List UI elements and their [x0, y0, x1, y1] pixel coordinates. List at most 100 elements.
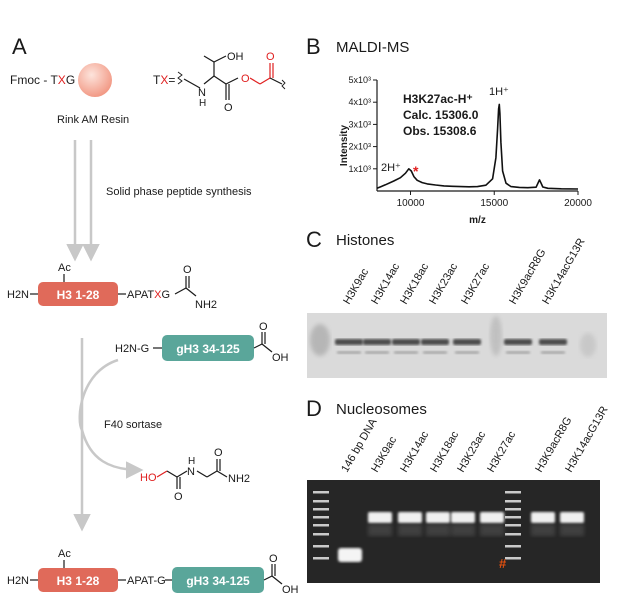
n-label: N	[198, 87, 206, 99]
histone-band	[504, 339, 532, 345]
apatg-label: APAT-G	[127, 575, 166, 587]
resin-label: Rink AM Resin	[57, 114, 129, 126]
nucleosome-band	[368, 512, 392, 523]
apatxg-label: APATXG	[127, 289, 170, 301]
lane-label: H3K14ac	[398, 429, 431, 475]
y-tick-label: 2x10³	[348, 142, 371, 152]
curved-out-arrow	[80, 429, 144, 479]
spps-label: Solid phase peptide synthesis	[106, 186, 252, 198]
annotation-species: H3K27ac-H⁺	[403, 92, 473, 106]
carboxyl-o-label: O	[259, 321, 268, 333]
histone-band-faint	[455, 351, 479, 354]
histone-gel	[307, 313, 607, 378]
ketone-o-label: O	[266, 51, 275, 63]
nucleosome-smear	[368, 524, 392, 536]
panel-a: A Fmoc - TXG Rink AM Resin TX= OH N H	[7, 34, 299, 596]
gh3-label-2: gH3 34-125	[186, 574, 250, 588]
panel-b-letter: B	[306, 34, 321, 59]
tx-structure	[177, 55, 286, 100]
annotation-obs: Obs. 15308.6	[403, 124, 477, 138]
lane-label: H3K14acG13R	[563, 404, 610, 474]
carboxyl-structure	[253, 332, 273, 353]
ladder-band	[505, 557, 521, 560]
ester-o-label: O	[241, 73, 250, 85]
peak-2h-label: 2H⁺	[381, 162, 401, 174]
histone-band	[392, 339, 420, 345]
nucleosome-smear	[480, 524, 504, 536]
ladder-band	[313, 557, 329, 560]
lane-label: H3K18ac	[398, 261, 431, 307]
y-tick-label: 4x10³	[348, 97, 371, 107]
hash-marker: #	[499, 556, 507, 571]
h2n-label-2: H2N	[7, 575, 29, 587]
panel-c-letter: C	[306, 227, 322, 252]
y-axis-label: Intensity	[339, 125, 350, 167]
histone-band-faint	[365, 351, 389, 354]
y-tick-label: 5x10³	[348, 75, 371, 85]
histone-band-faint	[337, 351, 361, 354]
ladder-band	[505, 491, 521, 494]
lane-label: H3K14acG13R	[540, 236, 587, 306]
lane-label: H3K14ac	[369, 261, 402, 307]
byproduct-nh2-label: NH2	[228, 473, 250, 485]
byproduct-o2-label: O	[214, 447, 223, 459]
h-label: H	[199, 98, 206, 109]
panel-d-letter: D	[306, 396, 322, 421]
h3-peptide-box-2	[38, 568, 118, 592]
ladder-band	[313, 491, 329, 494]
carbonyl-o-label: O	[224, 102, 233, 114]
histone-band	[539, 339, 567, 345]
x-tick-label: 20000	[564, 198, 592, 209]
panel-b-title: MALDI-MS	[336, 39, 409, 56]
nucleosome-smear	[560, 524, 584, 536]
nucleosome-band	[398, 512, 422, 523]
lane-label: H3K9ac	[341, 266, 371, 306]
byproduct-o1-label: O	[174, 491, 183, 503]
fmoc-label: Fmoc - TXG	[10, 73, 75, 87]
byproduct-structure	[156, 459, 228, 489]
nucleosome-band	[426, 512, 450, 523]
x-tick-label: 15000	[480, 198, 508, 209]
h3-peptide-box	[38, 282, 118, 306]
asterisk-marker: *	[413, 163, 419, 179]
resin-bead-icon	[78, 63, 112, 97]
panel-d-title: Nucleosomes	[336, 401, 427, 418]
carboxyl-oh-label: OH	[272, 352, 289, 364]
nucleosome-smear	[398, 524, 422, 536]
peak-1h-label: 1H⁺	[489, 86, 509, 98]
histone-band-faint	[423, 351, 447, 354]
lane-label: H3K27ac	[459, 261, 492, 307]
histone-band	[453, 339, 481, 345]
histone-band	[363, 339, 391, 345]
lane-label: H3K9ac	[369, 434, 399, 474]
ladder-band	[505, 533, 521, 536]
ladder-band	[313, 516, 329, 519]
gh3-box	[162, 335, 254, 361]
x-tick-label: 10000	[397, 198, 425, 209]
nucleosome-band	[560, 512, 584, 523]
histone-band	[421, 339, 449, 345]
h3-peptide-label-2: H3 1-28	[57, 574, 100, 588]
ladder-band	[313, 533, 329, 536]
histone-band-faint	[506, 351, 530, 354]
h2ng-label: H2N-G	[115, 343, 149, 355]
ladder-band	[313, 508, 329, 511]
panel-a-letter: A	[12, 34, 27, 59]
tx-label: TX=	[153, 73, 175, 87]
nucleosome-smear	[426, 524, 450, 536]
nh2-label: NH2	[195, 299, 217, 311]
nucleosome-band	[480, 512, 504, 523]
nucleosome-band	[531, 512, 555, 523]
ladder-band	[313, 545, 329, 548]
oh-label: OH	[227, 51, 244, 63]
lane-label: H3K27ac	[485, 429, 518, 475]
panel-c-title: Histones	[336, 232, 394, 249]
ladder-band	[313, 524, 329, 527]
ladder-band	[505, 545, 521, 548]
y-tick-label: 3x10³	[348, 119, 371, 129]
ho-label: HO	[140, 472, 157, 484]
spectrum-line	[376, 103, 579, 190]
